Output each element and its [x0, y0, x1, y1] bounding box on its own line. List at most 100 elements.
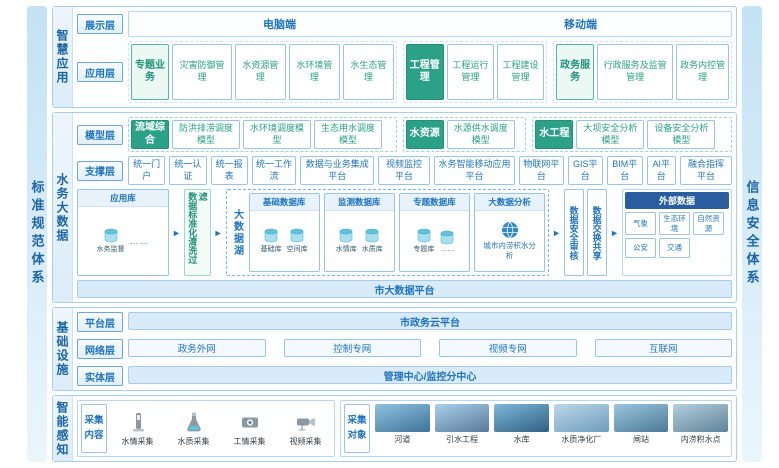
application-item: 工程运行管理	[446, 44, 494, 100]
section-title: 基础设施	[55, 321, 69, 377]
application-layer-row: 应用层 专题业务 灾害防御管理 水资源管理 水环境管理 水生态管理 工程管理 工…	[77, 41, 732, 103]
app-group-thematic: 专题业务 灾害防御管理 水资源管理 水环境管理 水生态管理	[128, 41, 397, 103]
platform-layer-chip: 平台层	[77, 312, 123, 332]
object-item: 河道	[375, 404, 430, 453]
perception-row: 采集内容 水情采集 水质采集	[77, 400, 732, 457]
flow-arrow-icon: ►	[172, 227, 181, 238]
sensor-item: 水质采集	[168, 404, 219, 453]
application-item: 水资源管理	[234, 44, 286, 100]
app-group-government: 政务服务 行政服务及监管管理 政务内控管理	[553, 41, 732, 103]
model-group-basin: 流域综合 防洪排涝调度模型 水环境调度模型 生态用水调度模型	[128, 117, 397, 152]
support-items: 统一门户 统一认证 统一报表 统一工作流 数据与业务集成平台 视频监控平台 水务…	[128, 156, 732, 186]
section-body: 平台层 市政务云平台 网络层 政务外网 控制专网 视频专网 互联网 实体层 管理…	[73, 308, 736, 390]
model-item: 大坝安全分析模型	[576, 120, 645, 149]
application-groups: 专题业务 灾害防御管理 水资源管理 水环境管理 水生态管理 工程管理 工程运行管…	[128, 41, 732, 103]
external-data-item: 生态环境	[659, 212, 690, 236]
collection-objects-label: 采集对象	[344, 404, 370, 453]
database-icon	[441, 230, 454, 244]
photo-sluice-station	[613, 404, 669, 432]
group-head: 专题业务	[131, 44, 169, 100]
support-item: 视频监控平台	[378, 156, 430, 186]
sensor-caption: 水质采集	[177, 437, 210, 446]
support-item: BIM平台	[606, 156, 643, 186]
application-item: 水环境管理	[288, 44, 340, 100]
database-label: ……	[440, 245, 455, 253]
security-system-label: 信息安全体系	[744, 180, 760, 288]
section-infrastructure: 基础设施 平台层 市政务云平台 网络层 政务外网 控制专网 视频专网 互联网 实…	[52, 307, 737, 391]
support-layer-row: 支撑层 统一门户 统一认证 统一报表 统一工作流 数据与业务集成平台 视频监控平…	[77, 156, 732, 186]
network-item: 政务外网	[128, 339, 266, 357]
database-label: 水质库	[361, 246, 383, 254]
store-body: 水务监督 ……	[78, 207, 168, 275]
application-item: 行政服务及监管管理	[597, 44, 674, 100]
external-data-grid: 气象 生态环境 自然资源 公安 交通	[625, 212, 729, 273]
lake-store-thematic: 专题数据库 专题库	[398, 193, 470, 272]
database-label: 空间库	[286, 246, 308, 254]
support-item: 统一门户	[128, 156, 166, 186]
photo-waterlogging-point	[673, 404, 729, 432]
application-database-box: 应用库 水务监督 ……	[77, 189, 169, 276]
database-label: 水情库	[335, 246, 357, 254]
ellipsis-label: ……	[129, 236, 150, 247]
support-item: 水务智能移动应用平台	[434, 156, 516, 186]
group-head: 水工程	[535, 120, 574, 149]
store-body: 城市内涝积水分析	[475, 211, 544, 271]
section-label-strip: 智能感知	[53, 396, 73, 461]
data-exchange-box: 数据交换共享	[587, 189, 608, 276]
camera-icon	[294, 410, 318, 434]
section-label-strip: 水务大数据	[53, 113, 73, 302]
platform-layer-row: 平台层 市政务云平台	[77, 312, 732, 332]
sensor-caption: 工情采集	[233, 437, 266, 446]
section-body: 采集内容 水情采集 水质采集	[73, 396, 736, 461]
network-layer-chip: 网络层	[77, 339, 123, 359]
network-item: 控制专网	[283, 339, 421, 357]
group-head: 政务服务	[556, 44, 595, 100]
flow-arrow-icon: ►	[610, 227, 619, 238]
water-quality-sensor-icon	[182, 410, 206, 434]
support-item: AI平台	[646, 156, 677, 186]
app-group-engineering: 工程管理 工程运行管理 工程建设管理	[402, 41, 548, 103]
object-caption: 闸站	[633, 435, 650, 444]
external-data-item: 交通	[659, 238, 690, 259]
data-security-audit-label: 数据安全审核	[568, 205, 579, 260]
lake-title: 大数据湖	[231, 208, 243, 257]
external-data-item: 气象	[625, 212, 656, 236]
sensor-item: 水情采集	[112, 404, 163, 453]
external-data-title: 外部数据	[625, 192, 729, 210]
object-caption: 内涝积水点	[680, 435, 721, 444]
section-smart-application: 智慧应用 展示层 电脑端 移动端 应用层 专题业务 灾害防御管理 水资源管理 水…	[52, 6, 737, 108]
data-exchange-label: 数据交换共享	[591, 205, 602, 260]
management-center-bar: 管理中心/监控分中心	[128, 366, 732, 384]
object-caption: 水质净化厂	[561, 435, 602, 444]
photo-river	[375, 404, 430, 432]
display-layer-chip: 展示层	[77, 14, 123, 34]
support-item: 统一工作流	[251, 156, 297, 186]
database-label: 基础库	[260, 246, 282, 254]
standards-system-label: 标准规范体系	[29, 180, 45, 288]
standards-system-sidebar: 标准规范体系	[27, 6, 47, 462]
model-layer-chip: 模型层	[77, 124, 123, 145]
photo-purification-plant	[554, 404, 609, 432]
application-item: 政务内控管理	[676, 44, 729, 100]
support-item: 物联网平台	[519, 156, 564, 186]
support-item: 数据与业务集成平台	[300, 156, 375, 186]
model-item: 设备安全分析模型	[647, 120, 716, 149]
analysis-caption: 城市内涝积水分析	[483, 241, 536, 261]
section-water-big-data: 水务大数据 模型层 流域综合 防洪排涝调度模型 水环境调度模型 生态用水调度模型…	[52, 112, 737, 303]
database: 专题库	[413, 228, 434, 254]
model-item: 生态用水调度模型	[314, 120, 382, 149]
support-layer-chip: 支撑层	[77, 160, 123, 181]
store-title: 应用库	[78, 190, 168, 208]
database: 基础库	[261, 228, 282, 254]
database-label: 水务监督	[96, 246, 125, 254]
application-item: 水生态管理	[342, 44, 394, 100]
city-big-data-platform-bar: 市大数据平台	[77, 280, 732, 298]
flow-arrow-icon: ►	[552, 227, 562, 238]
database-icon	[290, 228, 304, 243]
security-system-sidebar: 信息安全体系	[742, 6, 762, 462]
group-head: 水资源	[405, 120, 444, 149]
data-cleansing-label: 数据标准化清洗过滤	[187, 192, 208, 265]
analysis-globe-icon	[501, 222, 518, 239]
gov-cloud-platform-bar: 市政务云平台	[128, 312, 732, 330]
